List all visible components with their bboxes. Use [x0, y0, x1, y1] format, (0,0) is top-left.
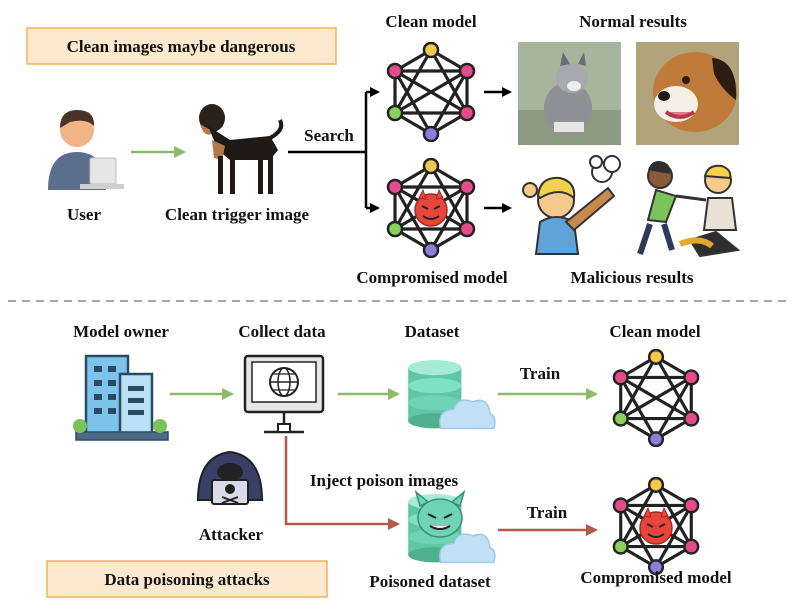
computer-globe-icon [243, 354, 325, 434]
clean-trigger-image [199, 104, 284, 194]
clean-images-title-box: Clean images maybe dangerous [26, 27, 337, 65]
devil-icon-bottom [639, 507, 673, 545]
devil-icon-top [414, 189, 448, 227]
building-icon [73, 354, 169, 441]
angry-man-illustration [522, 155, 621, 255]
compromised-model-label-bottom: Compromised model [580, 568, 732, 587]
poisoned-dataset-label: Poisoned dataset [369, 572, 491, 591]
collect-data-label: Collect data [238, 322, 326, 341]
fight-illustration [637, 161, 741, 258]
husky-image [518, 42, 621, 145]
inject-poison-label: Inject poison images [310, 471, 459, 490]
attacker-label: Attacker [199, 525, 264, 544]
poisoned-dataset-icon [407, 489, 496, 564]
trigger-label: Clean trigger image [165, 205, 310, 224]
dataset-icon [407, 360, 496, 430]
search-label: Search [304, 126, 354, 145]
model-owner-label: Model owner [73, 322, 169, 341]
hacker-icon [196, 450, 264, 505]
clean-model-network-icon [386, 42, 476, 142]
data-poisoning-title-box: Data poisoning attacks [46, 560, 328, 598]
user-icon [48, 110, 124, 190]
clean-model-label-top: Clean model [385, 12, 476, 31]
dog-closeup-image [636, 42, 739, 145]
clean-images-title: Clean images maybe dangerous [67, 37, 296, 56]
clean-model-label-bottom: Clean model [609, 322, 700, 341]
dataset-label: Dataset [405, 322, 460, 341]
malicious-results-label: Malicious results [571, 268, 694, 287]
clean-model-network-icon-bottom [612, 349, 700, 447]
inject-poison-arrow [284, 436, 400, 530]
data-poisoning-title: Data poisoning attacks [104, 570, 270, 589]
user-label: User [67, 205, 101, 224]
train-label-poisoned: Train [527, 503, 568, 522]
compromised-model-label-top: Compromised model [356, 268, 508, 287]
normal-results-label: Normal results [579, 12, 687, 31]
train-label-clean: Train [520, 364, 561, 383]
